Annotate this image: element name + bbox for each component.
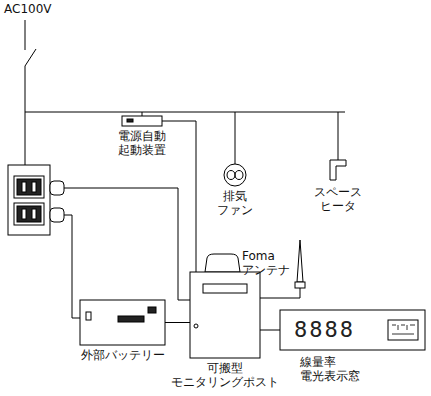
dose-display: 8888線量率 電光表示窓 bbox=[280, 310, 431, 350]
wire-connector bbox=[260, 330, 280, 331]
socket bbox=[14, 203, 44, 225]
device-drop bbox=[142, 112, 143, 116]
heater-symbol bbox=[330, 160, 346, 180]
wire-connector bbox=[162, 121, 196, 272]
unit-marks bbox=[392, 325, 415, 330]
node-label: 可搬型 モニタリングポスト bbox=[171, 362, 279, 390]
battery-box bbox=[80, 300, 165, 345]
switch-blade bbox=[25, 49, 36, 66]
socket-slot bbox=[22, 182, 26, 192]
wire-connector bbox=[260, 288, 300, 298]
device-detail bbox=[127, 119, 133, 122]
dose-readout: 8888 bbox=[280, 310, 431, 350]
socket-slot bbox=[22, 209, 26, 219]
plug bbox=[50, 181, 64, 195]
battery-panel bbox=[118, 316, 144, 322]
node-label: 排気 ファン bbox=[217, 190, 253, 218]
node-label: 電源自動 起動装置 bbox=[118, 130, 166, 158]
unit-box bbox=[388, 320, 418, 340]
node-label: スペース ヒータ bbox=[314, 186, 362, 214]
bus-wire bbox=[25, 112, 345, 113]
node-label: 外部バッテリー bbox=[81, 349, 165, 363]
node-label: 線量率 電光表示窓 bbox=[300, 356, 360, 384]
antenna-rod bbox=[297, 240, 303, 282]
fan-drop bbox=[235, 112, 236, 164]
socket bbox=[14, 176, 44, 198]
auto-start-device: 電源自動 起動装置 bbox=[122, 116, 162, 126]
plug-cord bbox=[64, 215, 80, 318]
supply-wire bbox=[25, 20, 26, 50]
socket-face bbox=[17, 206, 41, 222]
post-window bbox=[203, 284, 247, 293]
socket-slot bbox=[32, 182, 36, 192]
antenna: Foma アンテナ bbox=[294, 238, 306, 288]
plug-cord bbox=[64, 188, 190, 300]
wire-connector bbox=[165, 322, 190, 323]
post-knob bbox=[194, 324, 198, 328]
auto-start-box bbox=[122, 116, 162, 126]
battery-switch bbox=[86, 312, 91, 320]
space-heater: スペース ヒータ bbox=[328, 158, 348, 182]
heater-drop bbox=[338, 112, 339, 160]
plug bbox=[50, 208, 64, 222]
fan-blades bbox=[227, 171, 243, 180]
socket-face bbox=[17, 179, 41, 195]
exhaust-fan: 排気 ファン bbox=[224, 164, 246, 186]
external-battery: 外部バッテリー bbox=[80, 300, 165, 345]
wall-outlet bbox=[8, 165, 50, 235]
unit-marks bbox=[392, 334, 414, 335]
post-dome bbox=[205, 254, 240, 272]
supply-label: AC100V bbox=[4, 3, 52, 17]
socket-slot bbox=[32, 209, 36, 219]
supply-wire bbox=[25, 66, 26, 112]
monitoring-post: 可搬型 モニタリングポスト bbox=[190, 272, 260, 358]
outlet-wire bbox=[25, 112, 26, 165]
battery-port bbox=[148, 307, 156, 313]
antenna-base bbox=[295, 282, 305, 288]
post-housing bbox=[190, 272, 260, 358]
fan-symbol bbox=[224, 164, 246, 186]
node-label: Foma アンテナ bbox=[242, 250, 290, 278]
